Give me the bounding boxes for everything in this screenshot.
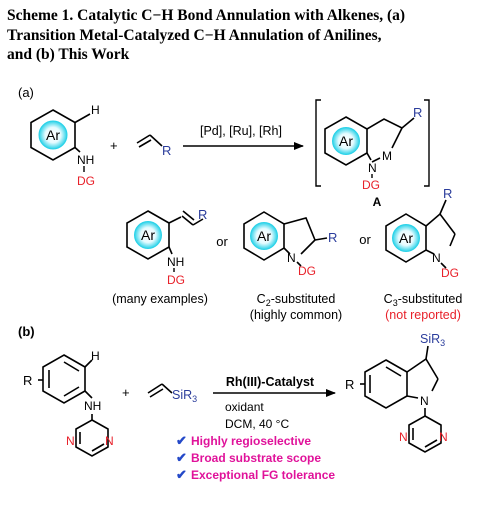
product2-subcaption: (highly common) xyxy=(250,308,342,322)
check-icon: ✔ xyxy=(176,467,187,482)
intermediate-aryl-label: Ar xyxy=(339,133,353,149)
or-separator-1: or xyxy=(216,234,228,249)
product1-aryl-ring-icon xyxy=(134,221,162,249)
feature-regioselective: Highly regioselective xyxy=(191,434,311,448)
product3-r-label: R xyxy=(443,186,452,201)
product-n-label: N xyxy=(420,394,429,408)
product3-subcaption: (not reported) xyxy=(385,308,461,322)
product1-r-label: R xyxy=(198,207,207,222)
part-a-label: (a) xyxy=(18,85,34,100)
intermediate-dg-label: DG xyxy=(362,178,380,192)
product-r-label: R xyxy=(345,377,354,392)
product2-aryl-label: Ar xyxy=(257,228,271,244)
reactant-nh-label: NH xyxy=(84,399,101,413)
scheme-title-line-3: and (b) This Work xyxy=(7,46,130,63)
product-pyrimidine-n2-label: N xyxy=(439,430,448,444)
product3-aryl-ring-icon xyxy=(392,224,420,252)
nh-label: NH xyxy=(77,153,94,167)
product2-r-label: R xyxy=(328,230,337,245)
c2-indoline-product xyxy=(243,211,328,267)
feature-list: ✔ Highly regioselective ✔ Broad substrat… xyxy=(176,433,335,482)
product1-nh-label: NH xyxy=(167,255,184,269)
pyrimidine-n1-label: N xyxy=(66,434,75,448)
intermediate-r-label: R xyxy=(413,105,422,120)
product3-caption: C3-substituted xyxy=(384,292,463,308)
reactant-r-label: R xyxy=(23,373,32,388)
product2-dg-label: DG xyxy=(298,264,316,278)
product-pyrimidine-n1-label: N xyxy=(399,430,408,444)
plus-sign-b: + xyxy=(122,385,130,400)
scheme-title-line-1: Scheme 1. Catalytic C−H Bond Annulation … xyxy=(7,7,406,24)
pyrimidyl-aniline-reactant xyxy=(38,354,109,457)
aryl-ring-icon xyxy=(38,120,68,150)
solvent-temperature-label: DCM, 40 °C xyxy=(225,417,289,431)
plus-sign-a: + xyxy=(110,138,118,153)
metallacycle-intermediate xyxy=(324,116,415,166)
aryl-label: Ar xyxy=(46,127,60,143)
product2-n-label: N xyxy=(287,251,296,265)
alkene-r-label: R xyxy=(162,143,171,158)
part-b-label: (b) xyxy=(18,324,35,339)
silyl-indoline-product xyxy=(360,345,442,453)
or-separator-2: or xyxy=(359,232,371,247)
intermediate-aryl-ring-icon xyxy=(332,127,360,155)
product-silyl-label: SiR3 xyxy=(420,332,445,348)
product1-caption: (many examples) xyxy=(112,292,208,306)
pyrimidine-n2-label: N xyxy=(105,434,114,448)
catalyst-label: Rh(III)-Catalyst xyxy=(226,375,315,389)
intermediate-a-label: A xyxy=(373,195,382,209)
product1-aryl-label: Ar xyxy=(141,227,155,243)
directing-group-label: DG xyxy=(77,174,95,188)
product1-dg-label: DG xyxy=(167,273,185,287)
check-icon: ✔ xyxy=(176,433,187,448)
scheme-title: Scheme 1. Catalytic C−H Bond Annulation … xyxy=(7,6,487,65)
catalysts-label: [Pd], [Ru], [Rh] xyxy=(200,124,282,138)
c3-indoline-product xyxy=(385,199,456,269)
vinylsilane-reactant xyxy=(147,383,173,398)
scheme-title-line-2: Transition Metal-Catalyzed C−H Annulatio… xyxy=(7,26,382,44)
product2-caption: C2-substituted xyxy=(257,292,336,308)
reactant-h-label: H xyxy=(91,349,100,363)
product3-dg-label: DG xyxy=(441,266,459,280)
alkenylation-product xyxy=(126,210,204,260)
feature-fg-tolerance: Exceptional FG tolerance xyxy=(191,468,335,482)
product2-aryl-ring-icon xyxy=(250,222,278,250)
hydrogen-label: H xyxy=(91,103,100,117)
product3-aryl-label: Ar xyxy=(399,230,413,246)
oxidant-label: oxidant xyxy=(225,400,264,414)
intermediate-brackets xyxy=(315,99,430,187)
check-icon: ✔ xyxy=(176,450,187,465)
feature-substrate-scope: Broad substrate scope xyxy=(191,451,321,465)
intermediate-metal-label: M xyxy=(382,149,392,163)
product3-n-label: N xyxy=(432,251,441,265)
alkene-reactant xyxy=(136,134,163,148)
intermediate-n-label: N xyxy=(368,161,377,175)
aniline-reactant xyxy=(30,109,91,161)
silane-label: SiR3 xyxy=(172,388,197,404)
